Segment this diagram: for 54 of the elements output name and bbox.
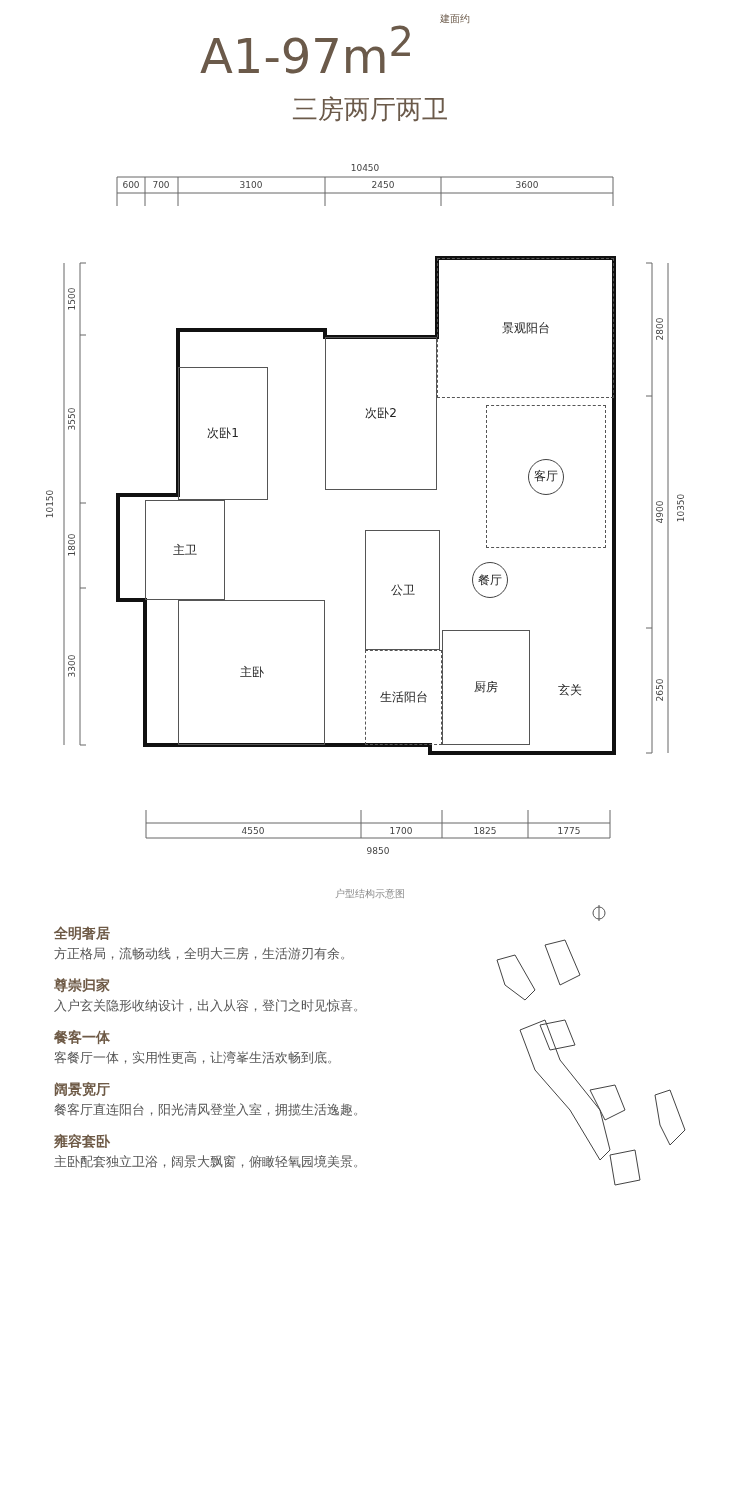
room-label: 公卫 [390,581,415,599]
room-area [486,405,606,548]
room-label: 主卧 [239,664,264,681]
dimension-label: 700 [152,180,170,190]
room-label: 次卧1 [207,425,239,442]
layout-subtitle: 三房两厅两卫 [292,93,448,126]
room-label: 景观阳台 [501,319,550,337]
dimension-label: 4550 [241,826,265,836]
feature-heading: 雍容套卧 [54,1133,110,1151]
dimension-label: 1775 [557,826,581,836]
room-label: 玄关 [558,681,582,699]
feature-heading: 餐客一体 [54,1029,110,1047]
room-area [442,630,530,745]
dimension-label: 1800 [67,533,77,557]
room-label: 生活阳台 [379,689,428,706]
caption: 户型结构示意图 [335,887,405,901]
feature-text: 方正格局，流畅动线，全明大三房，生活游刃有余。 [54,945,353,963]
dimension-label: 2450 [371,180,395,190]
room-area [437,258,614,398]
dimension-label: 2650 [655,678,665,702]
room-area [365,650,442,745]
room-area [178,600,325,745]
dimension-label: 1700 [389,826,413,836]
dimension-label: 2800 [655,317,665,341]
dimension-label: 1500 [67,287,77,311]
dimension-label: 3300 [67,654,77,678]
dimension-label: 9850 [366,846,390,856]
room-label: 餐厅 [472,562,508,598]
dimension-label: 3100 [239,180,263,190]
room-area [365,530,440,650]
dimension-label: 1825 [473,826,497,836]
room-label: 主卫 [173,541,197,559]
dimension-label: 3550 [67,407,77,431]
dimension-label: 3600 [515,180,539,190]
dimension-label: 600 [122,180,140,190]
room-area [325,337,437,490]
room-label: 厨房 [474,679,498,696]
title: A1-97m$^{2}$ [200,18,414,84]
room-area [178,367,268,500]
feature-heading: 全明奢居 [54,925,110,943]
room-label: 次卧2 [365,405,397,422]
dimension-label: 10150 [45,489,55,519]
feature-heading: 尊崇归家 [54,977,110,995]
room-area [145,500,225,600]
dimension-label: 4900 [655,500,665,524]
feature-text: 餐客厅直连阳台，阳光清风登堂入室，拥揽生活逸趣。 [54,1101,366,1119]
unit-note: 建面约 [440,12,470,26]
feature-text: 客餐厅一体，实用性更高，让湾峯生活欢畅到底。 [54,1049,340,1067]
feature-text: 主卧配套独立卫浴，阔景大飘窗，俯瞰轻氧园境美景。 [54,1153,366,1171]
feature-text: 入户玄关隐形收纳设计，出入从容，登门之时见惊喜。 [54,997,366,1015]
room-label: 客厅 [528,458,564,495]
dimension-label: 10350 [676,493,686,523]
feature-heading: 阔景宽厅 [54,1081,110,1099]
dimension-label: 10450 [350,163,380,173]
